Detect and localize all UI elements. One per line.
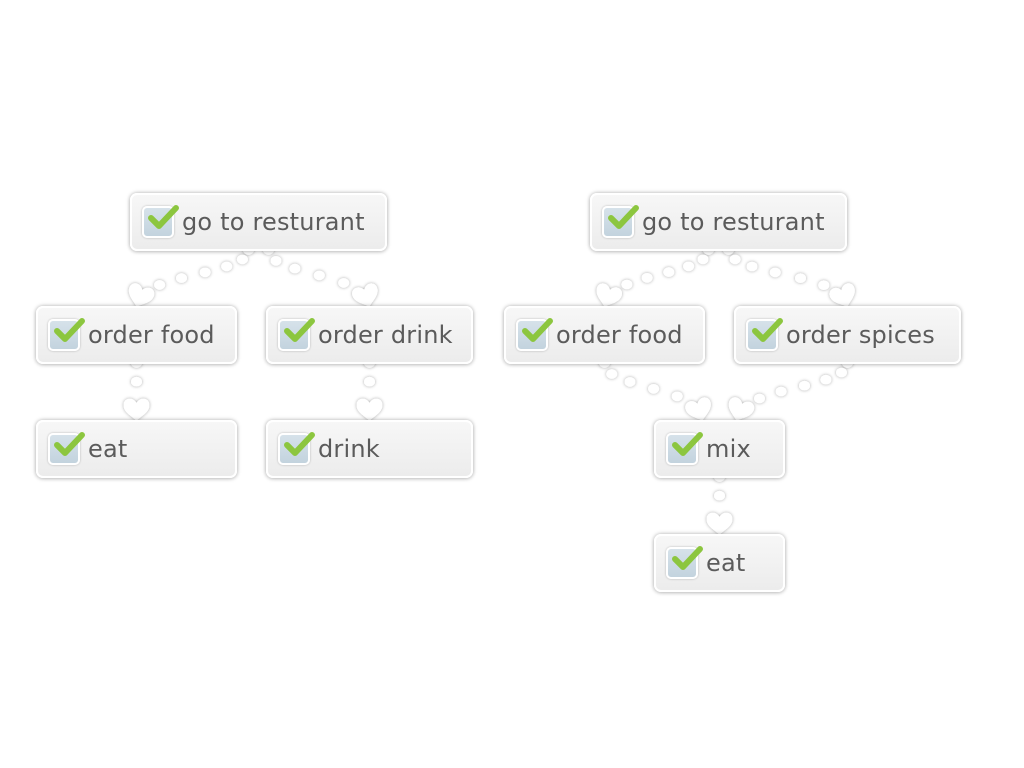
task-node-go-to-resturant[interactable]: go to resturant [130, 193, 387, 251]
connector-dot [818, 280, 830, 291]
connector-arrowhead [356, 398, 383, 421]
connector-dot [714, 490, 725, 501]
connector-dot [621, 279, 633, 290]
connector-arrowhead [123, 398, 150, 421]
task-node-eat[interactable]: eat [36, 420, 237, 478]
task-label: eat [88, 435, 128, 463]
connector-dot [313, 270, 325, 281]
task-label: order spices [786, 321, 935, 349]
task-label: go to resturant [642, 208, 825, 236]
connector-dot [236, 254, 248, 265]
task-label: order drink [318, 321, 453, 349]
connector-dot [663, 267, 675, 277]
checkbox[interactable] [602, 205, 639, 238]
connector-dot [836, 367, 847, 378]
connector-dot [671, 391, 683, 402]
checkmark-icon [672, 546, 703, 570]
checkmark-icon [54, 432, 85, 456]
connector-dot [746, 261, 758, 272]
connector-dot [338, 278, 350, 288]
task-node-mix[interactable]: mix [654, 420, 785, 478]
checkmark-icon [522, 318, 553, 342]
task-node-eat[interactable]: eat [654, 534, 785, 592]
task-node-order-drink[interactable]: order drink [266, 306, 473, 364]
checkbox[interactable] [278, 318, 315, 351]
checkbox[interactable] [48, 318, 85, 351]
task-node-order-food[interactable]: order food [504, 306, 705, 364]
task-node-go-to-resturant[interactable]: go to resturant [590, 193, 847, 251]
connector-arrowhead [352, 283, 378, 307]
checkmark-icon [54, 318, 85, 342]
connector-dot [221, 261, 233, 272]
task-node-order-food[interactable]: order food [36, 306, 237, 364]
checkbox[interactable] [666, 432, 703, 465]
connector-arrowhead [829, 283, 855, 307]
connector-dot [697, 254, 709, 265]
connector-dot [176, 273, 187, 283]
checkbox[interactable] [666, 546, 703, 579]
checkmark-icon [284, 318, 315, 342]
checkbox[interactable] [278, 432, 315, 465]
connector-dot [289, 263, 301, 274]
connector-dot [648, 384, 660, 394]
connector-dot [131, 376, 142, 387]
connector-dot [820, 374, 832, 385]
connector-dot [799, 380, 810, 391]
connector-dot [364, 376, 375, 387]
checkmark-icon [608, 205, 639, 229]
connector-dot [775, 386, 787, 397]
checkmark-icon [148, 205, 179, 229]
connector-dot [199, 267, 211, 278]
connector-dot [606, 369, 618, 379]
task-label: mix [706, 435, 751, 463]
connector-dot [754, 393, 765, 404]
connector-dot [729, 254, 741, 265]
connector-arrowhead [128, 283, 155, 307]
checkbox[interactable] [516, 318, 553, 351]
connector-dot [769, 267, 781, 278]
connector-dot [795, 273, 806, 284]
connector-arrowhead [728, 397, 755, 421]
connector-dot [683, 261, 695, 272]
task-label: order food [88, 321, 215, 349]
task-label: drink [318, 435, 380, 463]
task-label: go to resturant [182, 208, 365, 236]
task-node-order-spices[interactable]: order spices [734, 306, 961, 364]
checkmark-icon [284, 432, 315, 456]
checkbox[interactable] [746, 318, 783, 351]
task-label: order food [556, 321, 683, 349]
task-label: eat [706, 549, 746, 577]
checkbox[interactable] [48, 432, 85, 465]
connector-arrowhead [685, 397, 711, 421]
connector-dot [270, 255, 282, 266]
task-node-drink[interactable]: drink [266, 420, 473, 478]
checkmark-icon [672, 432, 703, 456]
checkmark-icon [752, 318, 783, 342]
checkbox[interactable] [142, 205, 179, 238]
connector-arrowhead [596, 283, 623, 307]
connector-dot [624, 377, 636, 387]
connector-dot [641, 273, 653, 283]
connector-dot [154, 280, 166, 290]
connector-arrowhead [706, 512, 733, 535]
